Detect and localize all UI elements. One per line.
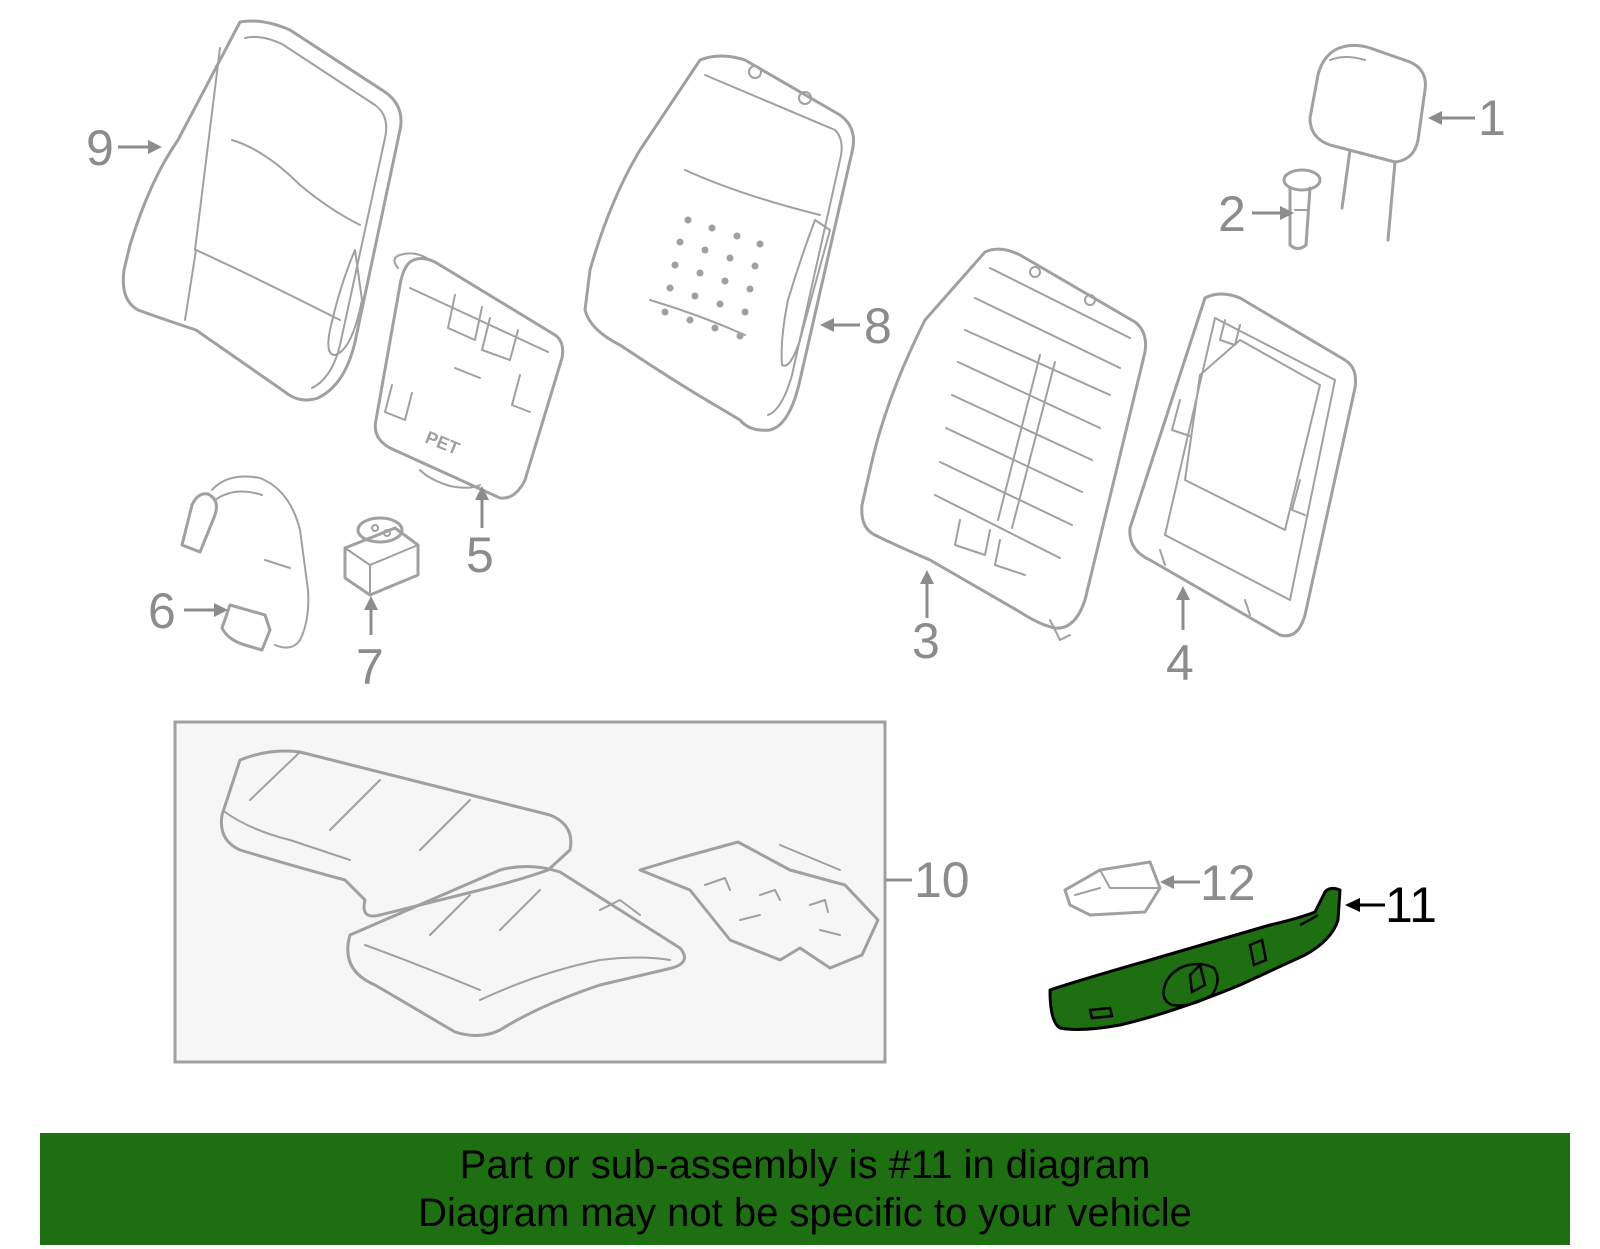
callout-10: 10 — [886, 852, 970, 908]
part-9-seatback-cover[interactable] — [121, 19, 403, 402]
callout-4: 4 — [1166, 586, 1194, 691]
banner-line-disclaimer: Diagram may not be specific to your vehi… — [418, 1191, 1192, 1235]
callout-9: 9 — [86, 120, 162, 176]
svg-text:5: 5 — [466, 527, 494, 583]
svg-text:4: 4 — [1166, 635, 1194, 691]
part-4-seatback-panel[interactable] — [1128, 292, 1357, 638]
svg-text:1: 1 — [1478, 90, 1506, 146]
callout-2: 2 — [1218, 186, 1294, 242]
callout-6: 6 — [148, 583, 228, 639]
svg-text:6: 6 — [148, 583, 176, 639]
svg-text:10: 10 — [914, 852, 970, 908]
svg-text:2: 2 — [1218, 186, 1246, 242]
svg-text:7: 7 — [356, 639, 384, 695]
part-6-wiring-harness[interactable] — [180, 475, 310, 652]
part-7-switch[interactable] — [343, 516, 420, 597]
callout-5: 5 — [466, 486, 494, 583]
info-banner: Part or sub-assembly is #11 in diagram D… — [40, 1133, 1570, 1245]
banner-line-part: Part or sub-assembly is #11 in diagram — [459, 1143, 1151, 1187]
part-12-trim-piece[interactable] — [1063, 860, 1162, 917]
svg-text:11: 11 — [1385, 877, 1437, 933]
svg-text:8: 8 — [864, 298, 892, 354]
svg-text:3: 3 — [912, 613, 940, 669]
pet-label: PET — [423, 427, 463, 459]
callout-11: 11 — [1345, 877, 1437, 933]
callout-7: 7 — [356, 596, 384, 695]
callout-3: 3 — [912, 570, 940, 669]
part-3-seatback-frame[interactable] — [860, 247, 1147, 641]
part-5-sensor-pad[interactable]: PET — [373, 252, 565, 500]
perforation-dots — [661, 216, 764, 340]
callout-8: 8 — [820, 298, 892, 354]
part-1-headrest[interactable] — [1308, 43, 1427, 242]
callout-1: 1 — [1428, 90, 1506, 146]
part-11-side-trim-panel[interactable] — [1048, 886, 1342, 1031]
part-8-seatback-pad[interactable] — [583, 54, 855, 432]
svg-text:9: 9 — [86, 120, 114, 176]
part-2-headrest-guide[interactable] — [1282, 168, 1322, 250]
svg-text:12: 12 — [1200, 855, 1256, 911]
part-10-cushion-assembly[interactable] — [173, 720, 887, 1064]
callout-12: 12 — [1160, 855, 1256, 911]
